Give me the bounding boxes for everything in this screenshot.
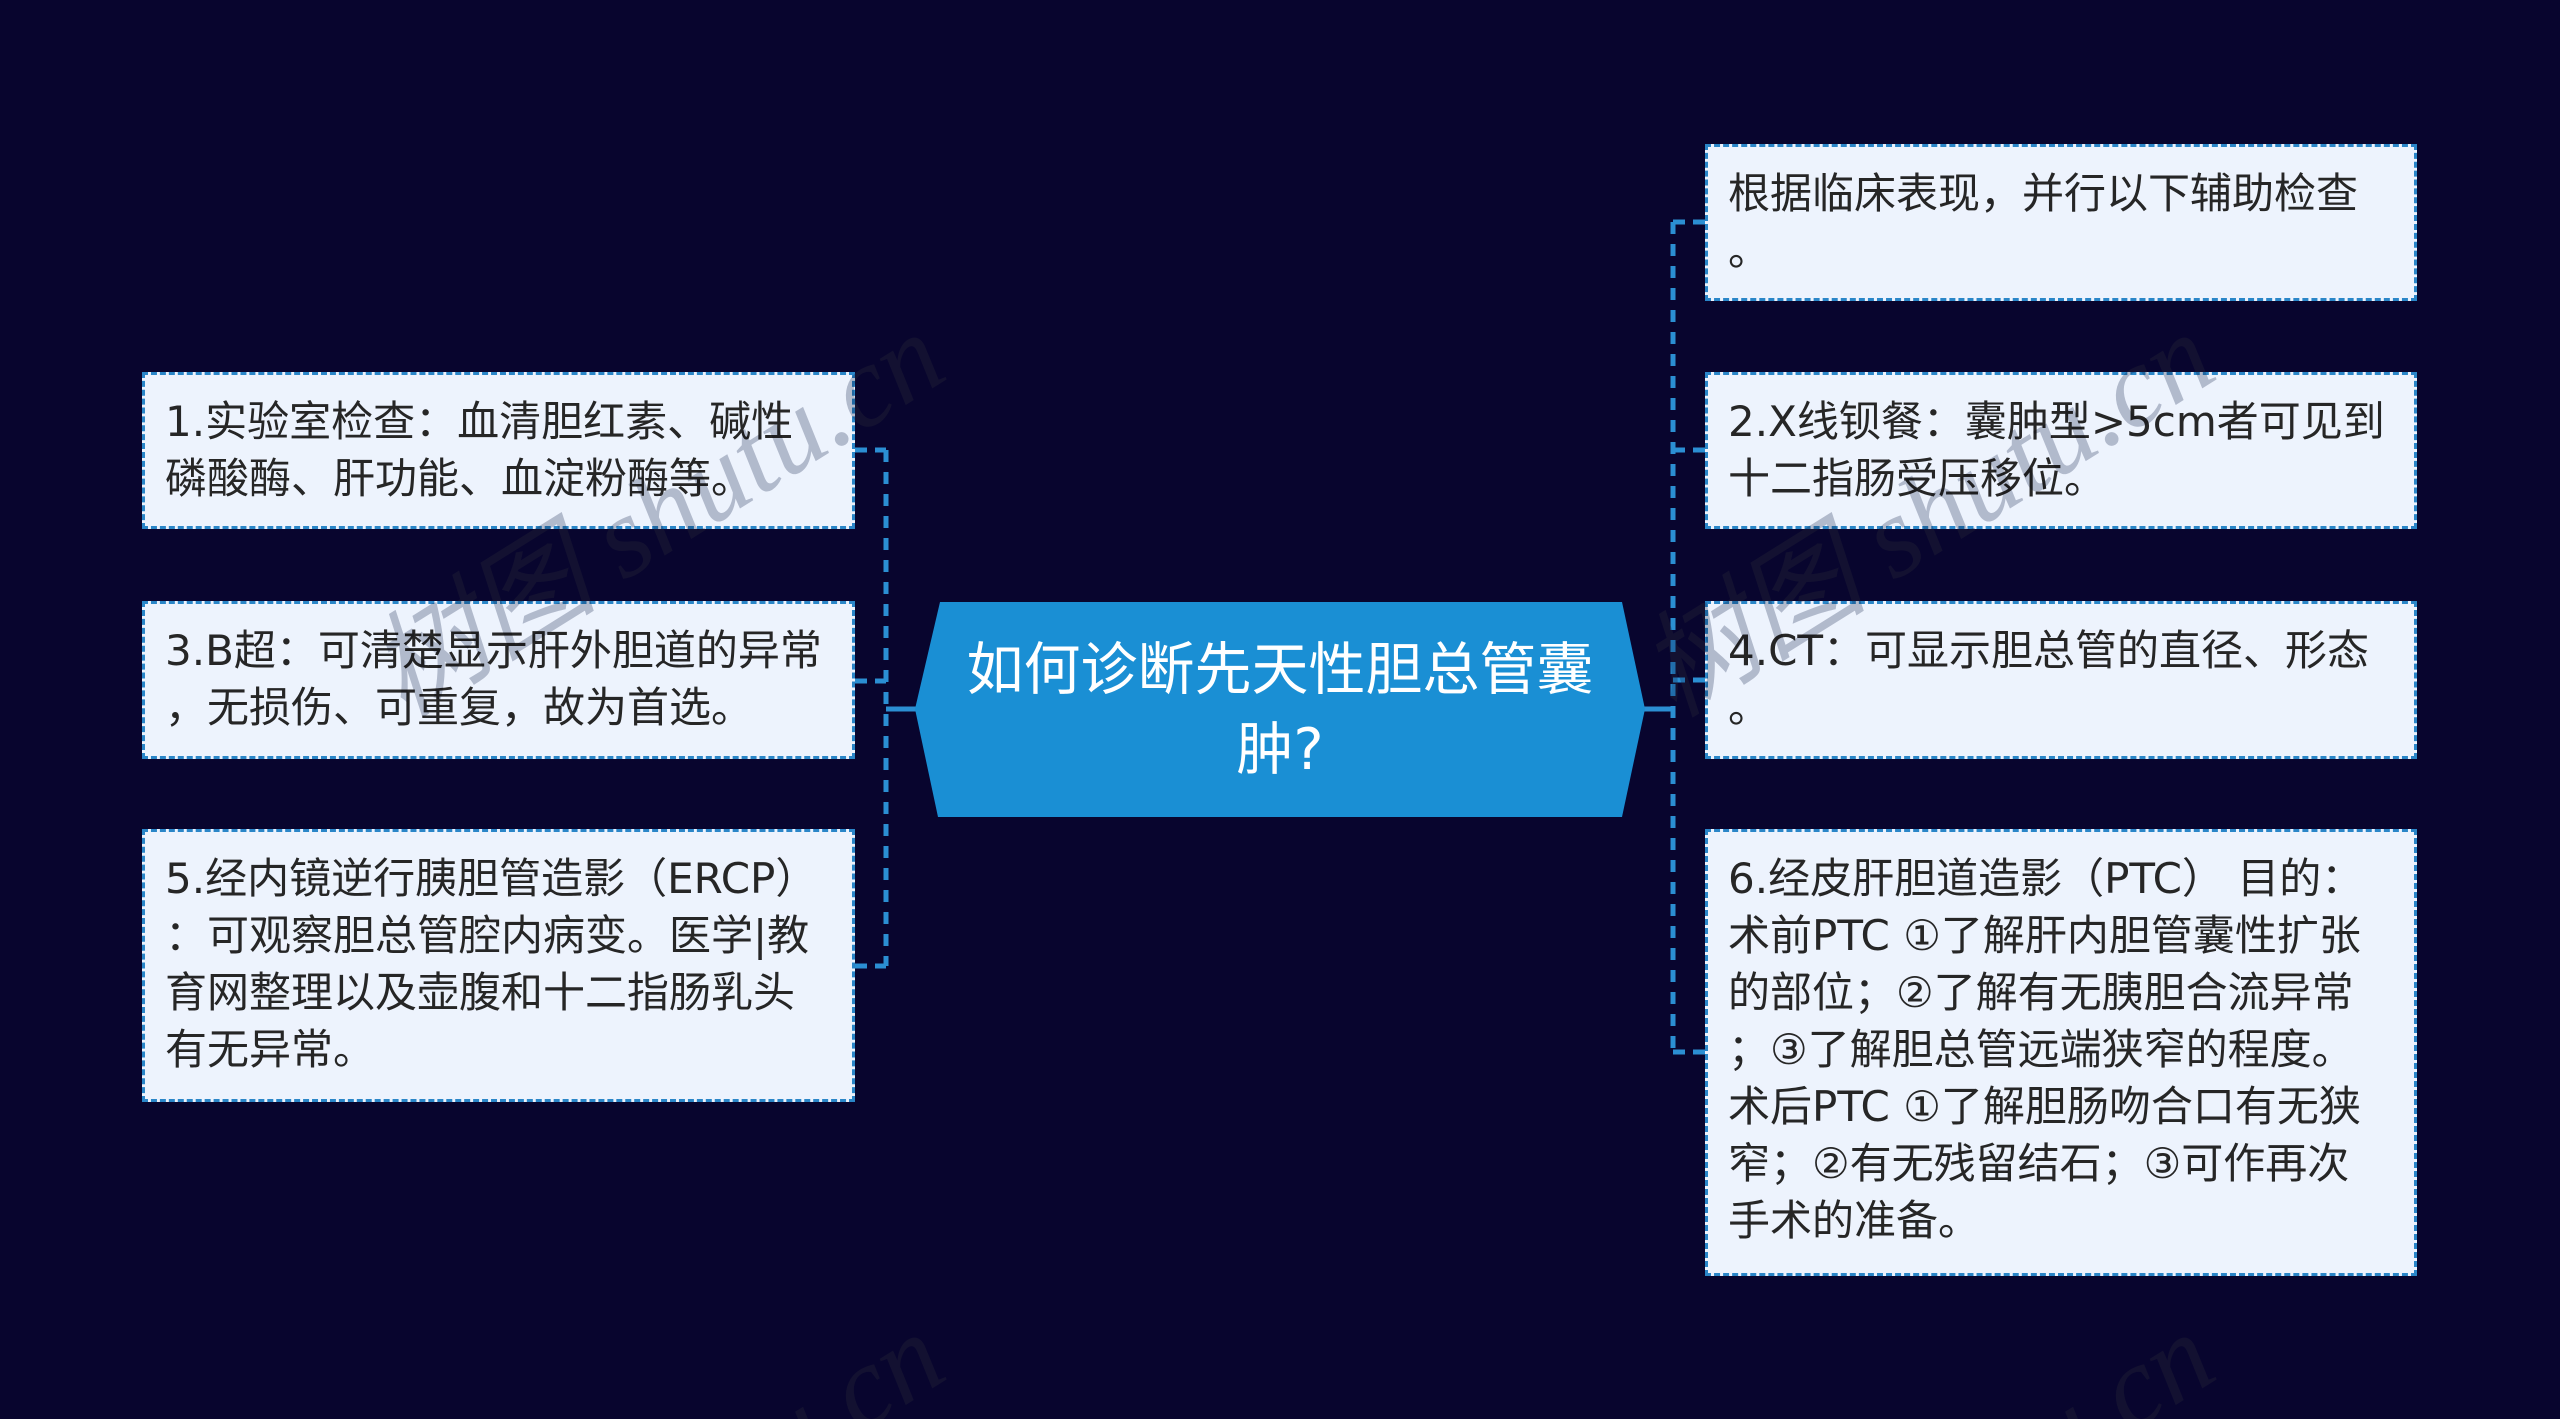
topic-auxiliary-exams-intro: 根据临床表现，并行以下辅助检查 。	[1705, 144, 2417, 301]
topic-ptc: 6.经皮肝胆道造影（PTC） 目的： 术前PTC ①了解肝内胆管囊性扩张 的部位…	[1705, 829, 2417, 1276]
topic-line: 1.实验室检查：血清胆红素、碱性	[165, 397, 794, 446]
topic-line: 4.CT：可显示胆总管的直径、形态	[1728, 626, 2370, 675]
central-topic-line: 如何诊断先天性胆总管囊	[966, 637, 1594, 703]
topic-b-ultrasound: 3.B超：可清楚显示肝外胆道的异常 ，无损伤、可重复，故为首选。	[142, 601, 855, 759]
topic-line: 十二指肠受压移位。	[1728, 454, 2107, 503]
topic-ercp: 5.经内镜逆行胰胆管造影（ERCP） ：可观察胆总管腔内病变。医学|教 育网整理…	[142, 829, 855, 1102]
topic-line: ；③了解胆总管远端狭窄的程度。	[1728, 1025, 2354, 1074]
central-topic-line: 肿?	[1236, 717, 1324, 783]
topic-line: 术后PTC ①了解胆肠吻合口有无狭	[1728, 1082, 2361, 1131]
topic-line: 的部位；②了解有无胰胆合流异常	[1728, 968, 2354, 1017]
topic-ct: 4.CT：可显示胆总管的直径、形态 。	[1705, 601, 2417, 759]
topic-line: 术前PTC ①了解肝内胆管囊性扩张	[1728, 911, 2361, 960]
topic-line: 根据临床表现，并行以下辅助检查	[1728, 169, 2359, 218]
topic-line: 育网整理以及壶腹和十二指肠乳头	[165, 968, 796, 1017]
topic-line: ：可观察胆总管腔内病变。医学|教	[165, 911, 810, 960]
topic-line: 3.B超：可清楚显示肝外胆道的异常	[165, 626, 822, 675]
topic-line: 窄；②有无残留结石；③可作再次	[1728, 1139, 2350, 1188]
topic-line: 有无异常。	[165, 1025, 376, 1074]
topic-line: 2.X线钡餐：囊肿型>5cm者可见到	[1728, 397, 2385, 446]
topic-xray-barium-meal: 2.X线钡餐：囊肿型>5cm者可见到 十二指肠受压移位。	[1705, 372, 2417, 529]
topic-line: 。	[1728, 226, 1771, 275]
topic-line: 磷酸酶、肝功能、血淀粉酶等。	[165, 454, 754, 503]
topic-line: 。	[1728, 683, 1771, 732]
topic-lab-tests: 1.实验室检查：血清胆红素、碱性 磷酸酶、肝功能、血淀粉酶等。	[142, 372, 855, 529]
topic-line: ，无损伤、可重复，故为首选。	[165, 683, 754, 732]
central-topic: 如何诊断先天性胆总管囊 肿?	[915, 602, 1645, 817]
topic-line: 5.经内镜逆行胰胆管造影（ERCP）	[165, 854, 818, 903]
topic-line: 手术的准备。	[1728, 1196, 1981, 1245]
topic-line: 6.经皮肝胆道造影（PTC） 目的：	[1728, 854, 2364, 903]
